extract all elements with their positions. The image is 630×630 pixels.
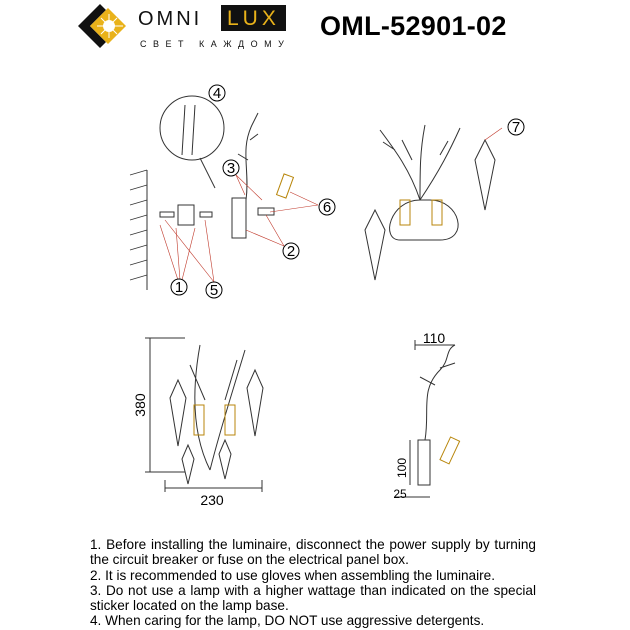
dimension-depth: 110 (423, 330, 446, 346)
callout-2 (282, 242, 300, 260)
callout-4-label: 4 (213, 85, 221, 102)
note-2: 2. It is recommended to use gloves when … (90, 567, 495, 583)
callout-3-label: 3 (227, 160, 235, 177)
callout-6 (318, 198, 336, 216)
callout-7 (507, 118, 525, 136)
dimension-height: 380 (132, 393, 148, 417)
dimension-width: 230 (200, 492, 224, 508)
brand-tagline: СВЕТ КАЖДОМУ (140, 39, 291, 49)
exploded-assembly-diagram (129, 95, 319, 290)
callout-3 (222, 159, 240, 177)
note-1: 1. Before installing the luminaire, disc… (90, 537, 536, 568)
front-view-diagram (364, 124, 503, 281)
omnilux-logo-icon (78, 4, 126, 48)
callout-5-label: 5 (210, 282, 218, 299)
callout-2-label: 2 (287, 243, 295, 260)
note-3: 3. Do not use a lamp with a higher watta… (90, 582, 536, 614)
product-model-title: OML-52901-02 (320, 11, 507, 41)
callout-7-label: 7 (512, 119, 520, 136)
safety-notes: 1. Before installing the luminaire, disc… (90, 537, 536, 629)
assembly-diagrams: 4 3 6 2 1 5 7 380 230 110 100 25 (129, 84, 525, 508)
brand-name-omni: OMNI (138, 8, 203, 30)
callout-6-label: 6 (323, 199, 331, 216)
side-view-diagram (395, 340, 461, 498)
callout-1 (170, 278, 188, 296)
dimension-mount-height: 100 (395, 458, 409, 478)
note-4: 4. When caring for the lamp, DO NOT use … (90, 613, 485, 629)
brand-name-lux: LUX (221, 5, 286, 31)
callout-5 (205, 281, 223, 299)
callout-4 (208, 84, 226, 102)
dimension-base: 25 (393, 487, 407, 501)
front-dimension-diagram (145, 337, 264, 492)
callout-1-label: 1 (175, 279, 183, 296)
